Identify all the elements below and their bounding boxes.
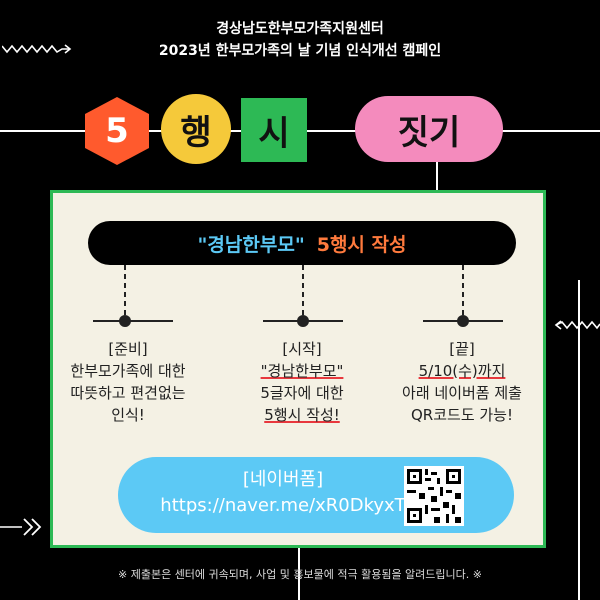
- footer-notice: ※ 제출본은 센터에 귀속되며, 사업 및 홍보물에 적극 활용됨을 알려드립니…: [118, 568, 482, 581]
- connector-line: [578, 280, 580, 600]
- step-text: 아래 네이버폼 제출: [402, 384, 522, 402]
- step-text: "경남한부모": [260, 362, 344, 380]
- timeline-graphic: [93, 265, 503, 327]
- char-circle-badge: 행: [161, 94, 231, 164]
- qr-code-icon[interactable]: [404, 466, 464, 526]
- title-part-1: "경남한부모": [197, 233, 305, 256]
- step-label: [준비]: [108, 340, 148, 358]
- step-text: QR코드도 가능!: [410, 406, 513, 424]
- badge-number: 5: [105, 111, 129, 151]
- connector-line: [436, 162, 438, 190]
- title-part-2: 5행시 작성: [316, 233, 407, 256]
- step-label: [시작]: [282, 340, 322, 358]
- naver-form-title: [네이버폼]: [242, 469, 324, 490]
- step-start: [시작] "경남한부모" 5글자에 대한 5행시 작성!: [227, 338, 377, 426]
- connector-line: [298, 548, 300, 600]
- step-end: [끝] 5/10(수)까지 아래 네이버폼 제출 QR코드도 가능!: [387, 338, 537, 426]
- badge-char-1: 행: [180, 112, 212, 153]
- step-text: 5행시 작성!: [264, 406, 340, 424]
- zigzag-arrow-icon: [2, 44, 72, 54]
- zigzag-arrow-icon: [554, 320, 600, 330]
- badge-word: 짓기: [397, 112, 461, 153]
- badge-char-2: 시: [258, 113, 290, 154]
- step-text: 5글자에 대한: [260, 384, 344, 402]
- word-pill-badge: 짓기: [355, 96, 503, 162]
- step-text: 한부모가족에 대한: [70, 362, 186, 380]
- double-chevron-icon: [0, 518, 42, 536]
- number-hexagon-badge: 5: [81, 95, 153, 167]
- step-text: 인식!: [111, 406, 145, 424]
- step-text: 따뜻하고 편견없는: [70, 384, 186, 402]
- step-label: [끝]: [449, 340, 475, 358]
- naver-form-box[interactable]: [네이버폼] https://naver.me/xR0DkyxT: [118, 457, 514, 533]
- main-panel: "경남한부모" 5행시 작성 [준비] 한부모가족에 대한 따뜻하고 편견없는 …: [50, 190, 546, 548]
- title-bar: "경남한부모" 5행시 작성: [88, 221, 516, 265]
- naver-form-link[interactable]: https://naver.me/xR0DkyxT: [160, 495, 406, 516]
- header-line-1: 경상남도한부모가족지원센터: [216, 21, 384, 37]
- step-text: 5/10(수)까지: [418, 362, 506, 380]
- char-square-badge: 시: [241, 98, 307, 162]
- header-line-2: 2023년 한부모가족의 날 기념 인식개선 캠페인: [158, 43, 442, 59]
- step-prepare: [준비] 한부모가족에 대한 따뜻하고 편견없는 인식!: [53, 338, 203, 426]
